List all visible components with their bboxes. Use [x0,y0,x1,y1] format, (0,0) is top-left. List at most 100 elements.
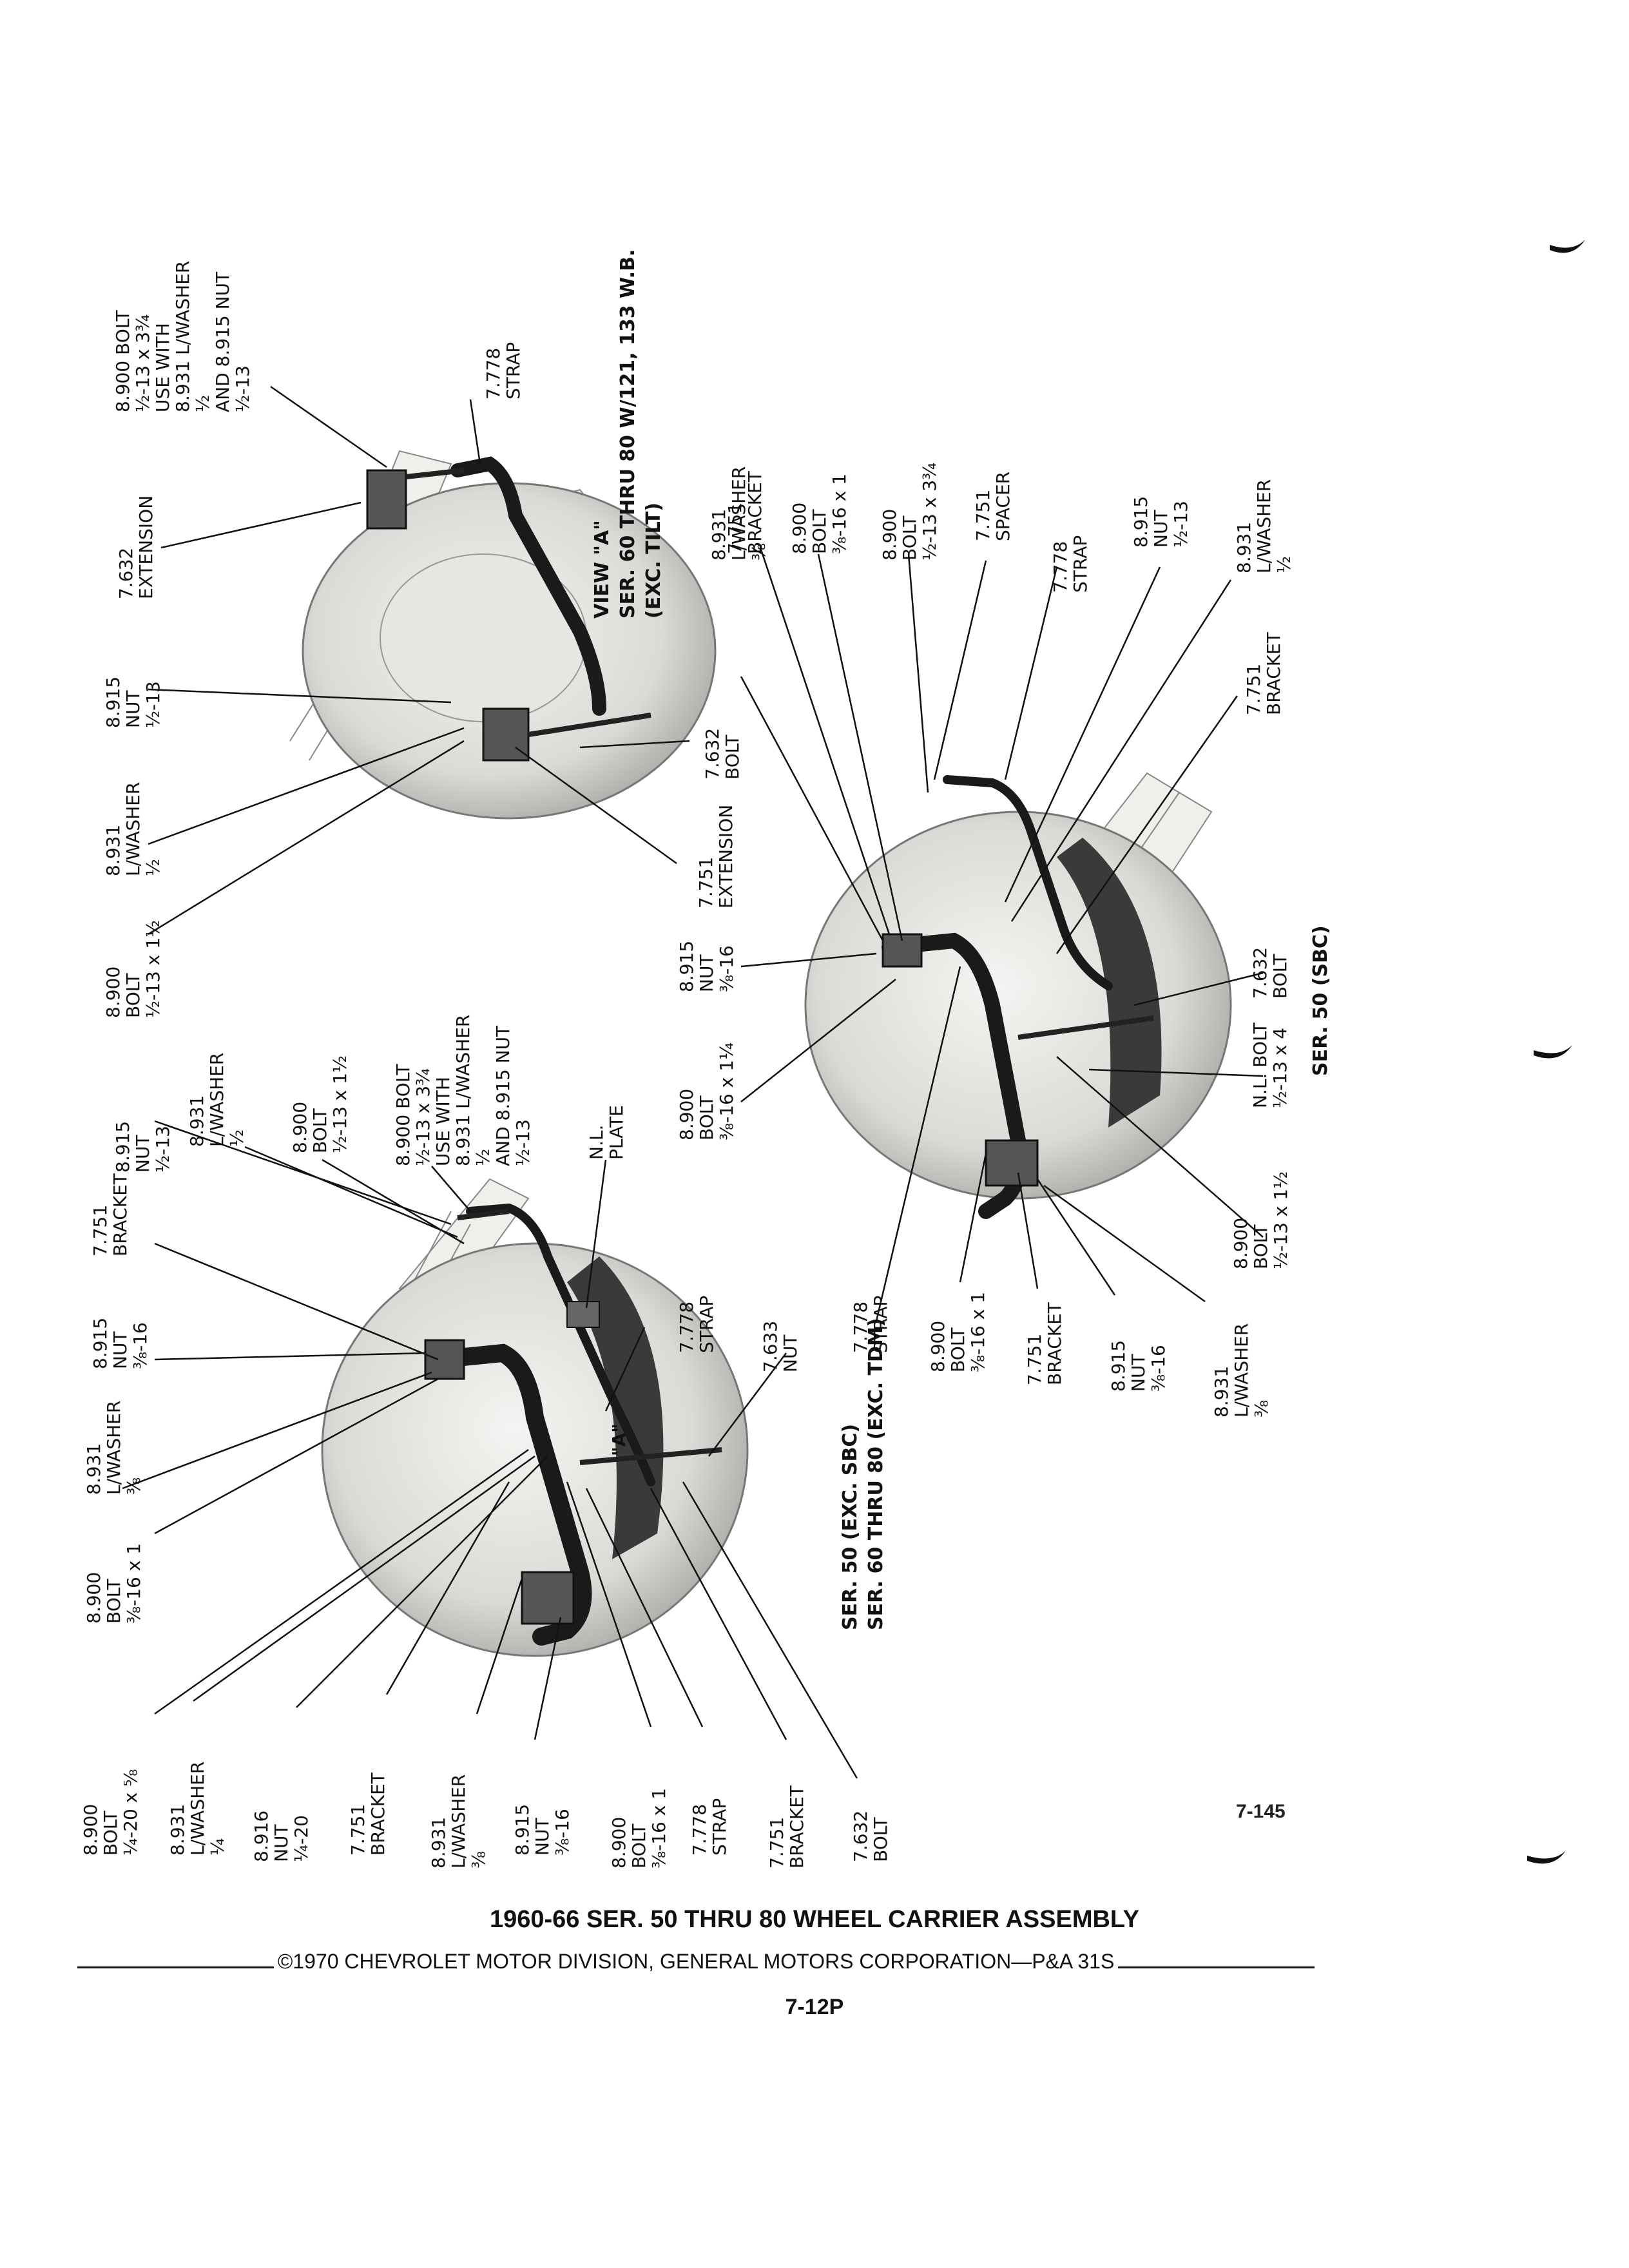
sbc-strap-upper [943,775,1113,990]
label-line: 8.900 BOLT [112,310,133,412]
label-m-nut-633: 7.633 NUT [760,1320,801,1372]
label-sb-nut-12: 8.915 NUT ½-13 [1130,495,1191,548]
page-title: 1960-66 SER. 50 THRU 80 WHEEL CARRIER AS… [489,1906,1139,1933]
label-line: PLATE [606,1105,627,1160]
label-line: BRACKET [1263,632,1284,715]
label-line: ½-13 x 1½ [329,1055,351,1153]
label-m-bracket-top: 7.751 BRACKET [90,1173,131,1256]
label-line: 8.900 BOLT [392,1064,414,1166]
label-line: NUT [696,954,717,992]
label-line: 7.778 [1050,541,1071,593]
view-a-top-rod [405,468,465,479]
label-line: 8.915 [512,1803,533,1856]
m-carrier-rod [579,1447,722,1465]
label-m-bolt-38-top: 8.900 BOLT ⅜-16 x 1 [83,1543,144,1624]
label-line: 7.632 [850,1810,871,1862]
label-sb-bracket-right: 7.751 BRACKET [1243,632,1284,715]
heading-line: (EXC. TILT) [642,502,665,619]
label-m-lwasher-38-bottom: 8.931 L/WASHER ⅜ [428,1774,489,1869]
label-line: 7.751 [1024,1333,1045,1385]
label-line: ½-13 [142,681,164,728]
label-line: ⅜ [468,1850,489,1869]
label-m-nut-916: 8.916 NUT ¼-20 [251,1811,312,1862]
label-line: 8.900 [676,1088,697,1140]
label-line: EXTENSION [135,495,157,599]
label-va-extension-top: 7.632 EXTENSION [115,495,157,599]
label-line: L/WASHER [122,782,144,876]
label-line: 7.632 [115,547,137,599]
label-line: SPACER [992,471,1014,541]
label-line: BOLT [696,1095,717,1140]
label-line: 8.931 [102,824,124,876]
label-line: ⅜-16 [716,945,737,992]
label-line: ⅜-16 x 1 [829,473,850,554]
label-m-nut-38-top: 8.915 NUT ⅜-16 [90,1317,151,1369]
page-number: 7-12P [785,1995,844,2019]
label-sb-lwasher-12: 8.931 L/WASHER ½ [1233,479,1295,573]
label-line: NUT [532,1818,553,1856]
label-line: N.L. [586,1124,607,1160]
m-nl-plate [566,1301,600,1328]
label-line: 7.778 [689,1803,710,1856]
label-m-bolt-14: 8.900 BOLT ¼-20 x ⅝ [80,1769,141,1856]
label-m-lwasher-top: 8.931 L/WASHER ½ [186,1053,247,1147]
label-line: 8.931 L/WASHER [172,260,193,412]
heading-ser50-60: SER. 50 (EXC. SBC) SER. 60 THRU 80 (EXC.… [838,1318,889,1630]
label-line: 7.751 [347,1803,369,1856]
label-line: 8.900 [80,1803,101,1856]
label-line: 8.900 [879,508,900,561]
label-line: 8.915 [1130,495,1152,548]
label-line: BOLT [870,1817,891,1862]
label-line: ½-13 [152,1126,173,1173]
label-sb-strap-top: 7.778 STRAP [1050,535,1091,593]
label-line: 8.915 [90,1317,111,1369]
label-line: ½-13 x 4 [1269,1027,1291,1108]
label-line: 8.931 [186,1095,207,1147]
label-line: ½-13 x 1½ [1270,1171,1291,1269]
label-line: EXTENSION [715,804,737,908]
label-line: 7.778 [483,347,504,399]
m-bracket-bottom [521,1571,575,1625]
view-a-strap [450,456,606,716]
label-line: 8.931 [428,1816,449,1869]
label-line: 7.751 [1243,663,1264,715]
label-line: ⅜ [1251,1399,1272,1418]
label-m-strap-bottom: 7.778 STRAP [689,1798,730,1856]
label-line: BOLT [1250,1224,1271,1269]
view-a-carrier-rod [528,713,651,737]
ser50-sbc-assembly [804,772,1232,1219]
label-line: NUT [132,1135,153,1173]
label-line: ½-13 x 3¾ [412,1068,434,1166]
label-line: AND 8.915 NUT [212,271,233,412]
label-va-strap: 7.778 STRAP [483,342,524,399]
label-line: L/WASHER [187,1761,208,1856]
sbc-bracket-bottom [985,1139,1039,1187]
label-line: 8.915 [102,676,124,728]
label-sb-bracket-top: 7.751 BRACKET [724,471,766,554]
label-line: 7.633 [760,1320,781,1372]
label-line: ½-13 [512,1119,534,1166]
label-line: BOLT [100,1811,121,1856]
label-sb-bolt-632: 7.632 BOLT [1249,947,1291,999]
label-line: USE WITH [432,1077,454,1166]
label-line: 7.751 [972,489,994,541]
figure-number: 7-145 [1236,1801,1286,1822]
label-line: NUT [1150,510,1171,548]
label-m-lwasher-14: 8.931 L/WASHER ¼ [167,1761,228,1856]
label-m-plate: N.L. PLATE [586,1105,627,1160]
label-m-nut-top: 8.915 NUT ½-13 [112,1121,173,1173]
label-line: 8.900 [608,1816,630,1869]
label-sb-nl-bolt: N.L. BOLT ½-13 x 4 [1249,1023,1291,1108]
label-line: 8.900 [927,1320,949,1372]
label-va-nut: 8.915 NUT ½-13 [102,676,164,728]
copyright-text: ©1970 CHEVROLET MOTOR DIVISION, GENERAL … [277,1950,1115,1973]
label-va-bolt-left: 8.900 BOLT ½-13 x 1½ [102,920,164,1018]
label-line: ¼ [207,1838,228,1856]
label-line: 8.931 [83,1443,104,1495]
label-sb-bolt-bottom: 8.900 BOLT ⅜-16 x 1 [927,1292,988,1372]
label-sb-spacer: 7.751 SPACER [972,471,1014,541]
label-line: STRAP [709,1798,730,1856]
label-sb-bolt-112: 8.900 BOLT ½-13 x 1½ [1230,1171,1291,1269]
label-line: 8.900 [789,502,810,554]
